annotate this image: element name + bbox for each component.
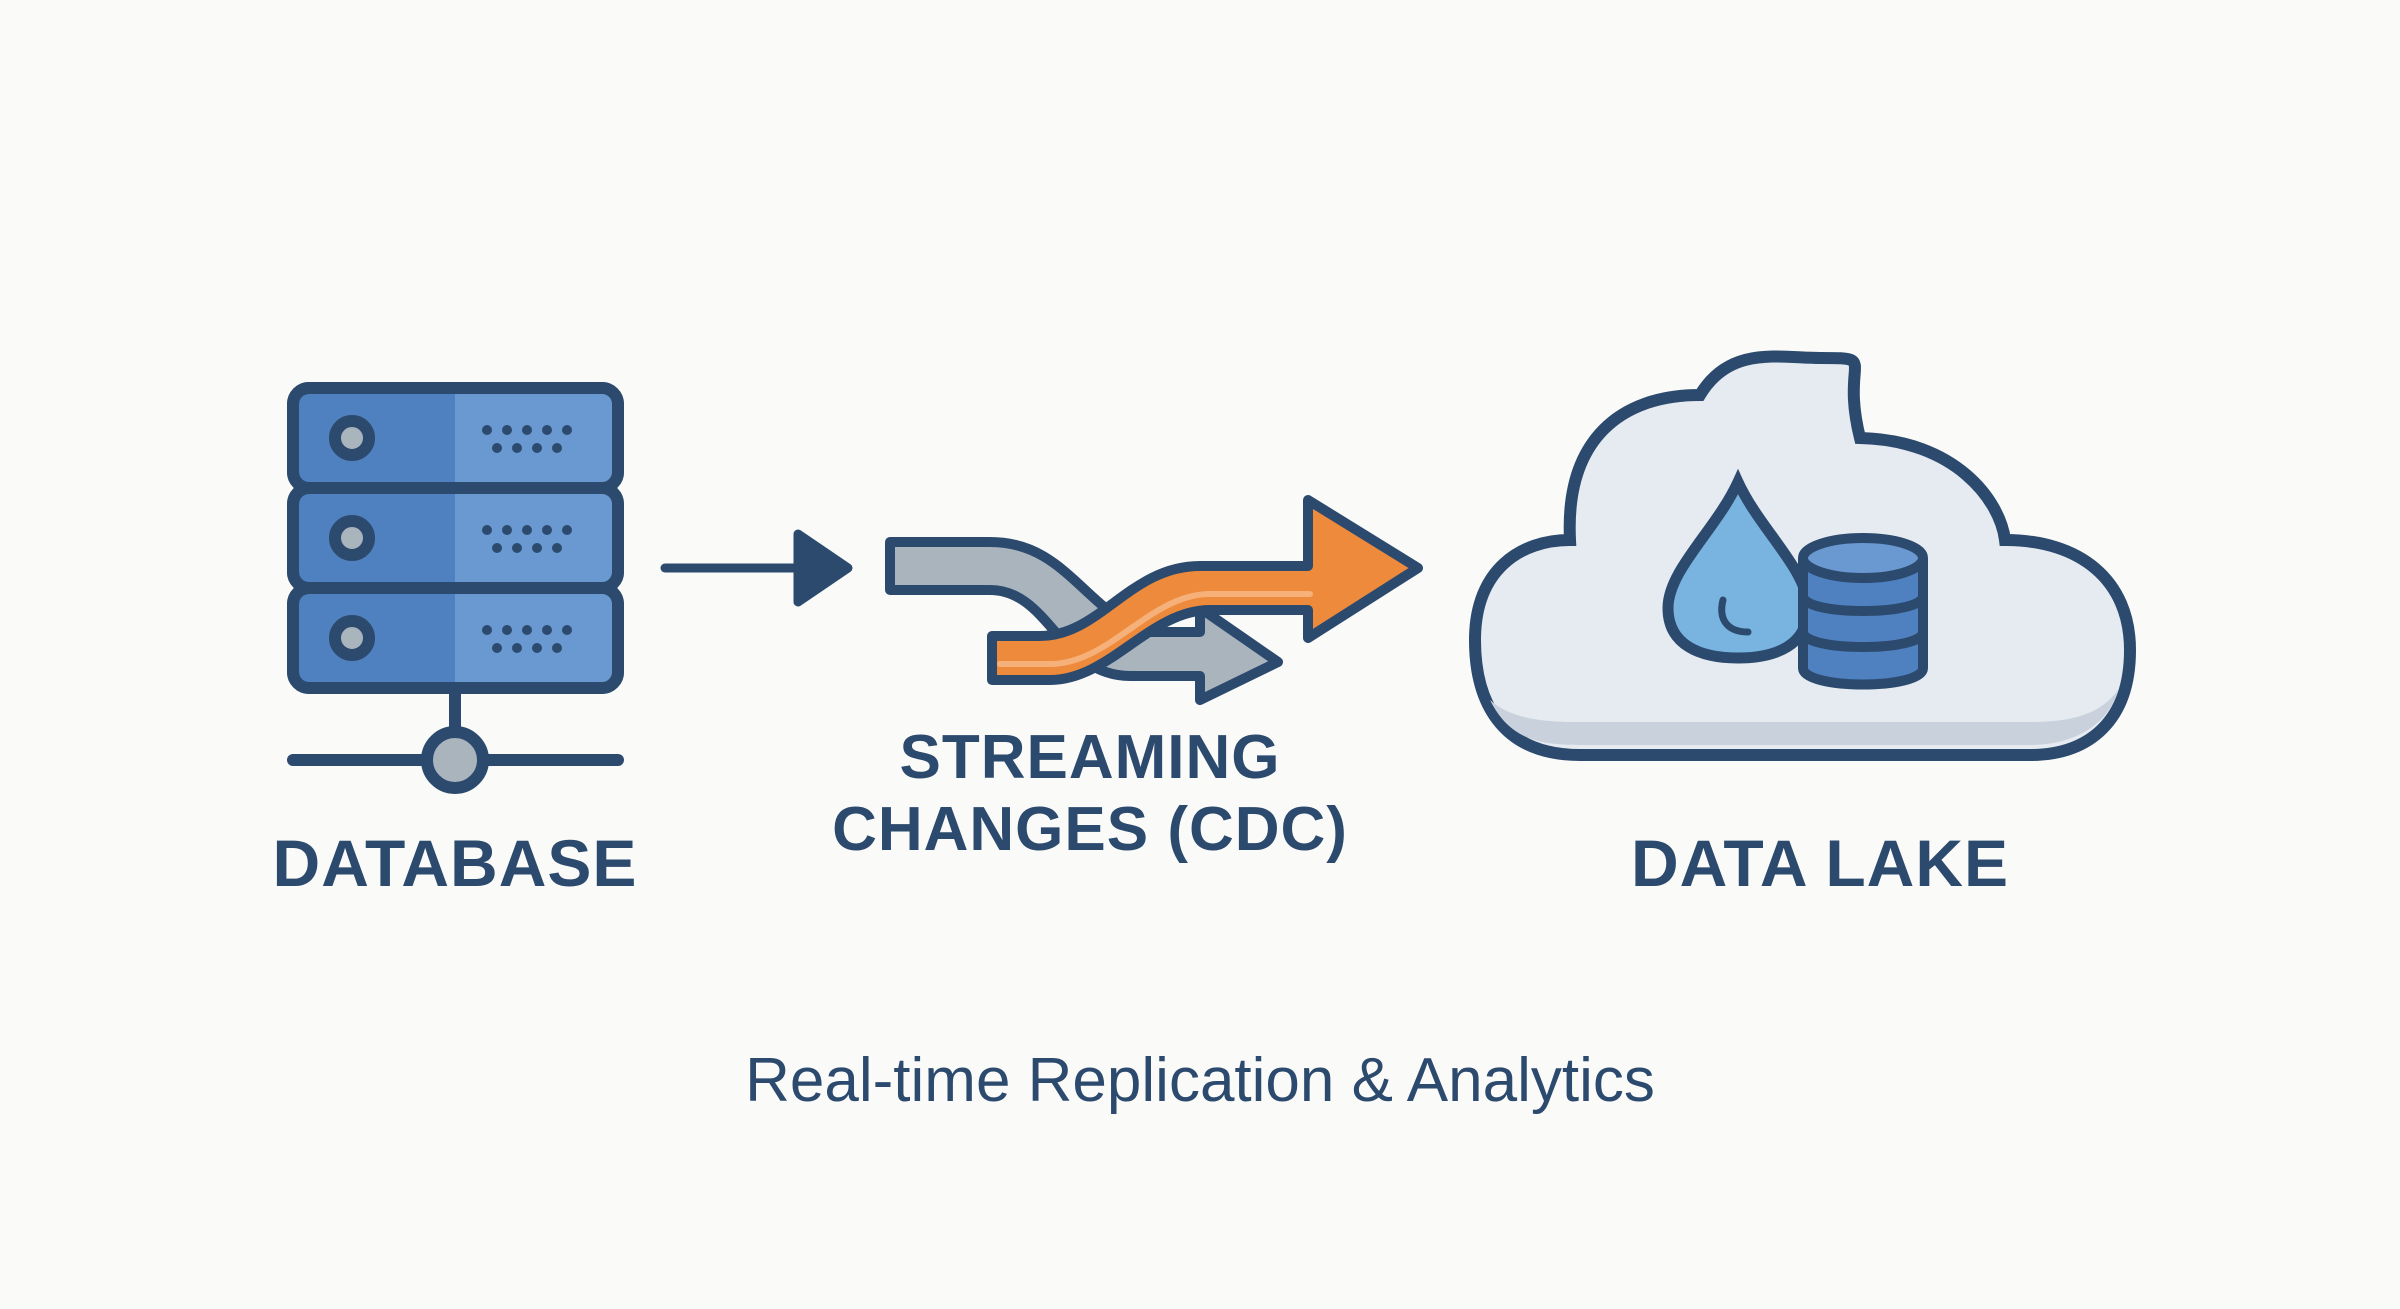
streaming-arrows-icon <box>885 495 1423 705</box>
lake-database-icon <box>1798 533 1928 690</box>
database-label: DATABASE <box>272 826 638 900</box>
streaming-label-line2: CHANGES (CDC) <box>832 795 1348 864</box>
server-unit-top <box>287 382 624 494</box>
database-server-icon <box>287 382 624 794</box>
flow-arrow-icon <box>660 529 853 607</box>
network-connector <box>287 682 624 794</box>
streaming-label-line1: STREAMING <box>899 723 1281 792</box>
data-lake-label: DATA LAKE <box>1630 826 2010 900</box>
diagram-caption: Real-time Replication & Analytics <box>745 1046 1655 1115</box>
cloud-shadow <box>1490 690 2118 745</box>
streaming-changes-label: STREAMING CHANGES (CDC) <box>790 722 1390 866</box>
orange-stream-arrow <box>987 495 1423 685</box>
server-unit-middle <box>287 482 624 594</box>
server-indicator-dots <box>482 425 572 653</box>
water-drop-icon <box>1662 468 1814 664</box>
cloud-data-lake-icon <box>1468 350 2137 761</box>
server-unit-bottom <box>287 582 624 694</box>
